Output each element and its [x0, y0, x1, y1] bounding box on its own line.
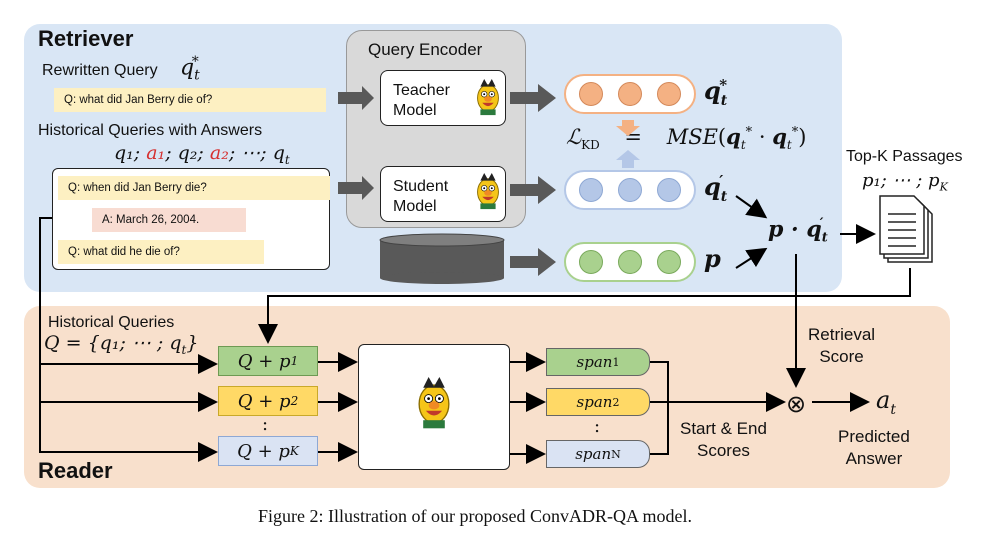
passages-label: Passages — [398, 254, 478, 274]
embedding-dot — [617, 178, 642, 202]
reader-model-box — [358, 344, 510, 470]
rewritten-query-label: Rewritten Query — [42, 62, 158, 79]
kd-loss-equation: ℒKD = MSE(qt* · qt*) — [566, 124, 807, 153]
embedding-dot — [656, 82, 681, 106]
passage-embedding-symbol: p — [704, 244, 721, 273]
history-answer-1: A: March 26, 2004. — [92, 208, 246, 232]
similarity-score: p · qt′ — [768, 216, 828, 246]
passage-embedding — [564, 242, 696, 282]
teacher-label-2: Model — [393, 102, 437, 119]
start-end-label: Start & End Scores — [680, 419, 767, 460]
student-embedding — [564, 170, 696, 210]
topk-label: Top-K Passages — [846, 148, 963, 165]
teacher-embedding — [564, 74, 696, 114]
embedding-dot — [579, 82, 604, 106]
historical-queries-label: Historical Queries with Answers — [38, 122, 263, 139]
historical-sequence: q₁; a₁; q₂; a₂; ⋯; qt — [114, 142, 290, 167]
student-embedding-symbol: qt′ — [704, 172, 728, 205]
teacher-model-box: Teacher Model — [380, 70, 506, 126]
embedding-dot — [617, 82, 642, 106]
rewritten-query-box: Q: what did Jan Berry die of? — [54, 88, 326, 112]
figure-caption: Figure 2: Illustration of our proposed C… — [258, 506, 692, 526]
rewritten-query-symbol: qt* — [180, 54, 200, 84]
embedding-dot — [656, 178, 681, 202]
historical-queries-reader-label: Historical Queries — [48, 314, 175, 331]
student-label-1: Student — [393, 178, 449, 195]
topk-sequence: p₁; ⋯ ; pK — [862, 170, 948, 194]
embedding-dot — [579, 178, 604, 202]
history-current-query: Q: what did he die of? — [58, 240, 264, 264]
embedding-dot — [617, 250, 642, 274]
teacher-label-1: Teacher — [393, 82, 450, 99]
otimes-operator: ⊗ — [786, 390, 807, 418]
reader-input-vdots: : — [262, 414, 269, 435]
embedding-dot — [579, 250, 604, 274]
retrieval-score-label: Retrieval Score — [808, 325, 876, 366]
reader-title: Reader — [38, 458, 113, 483]
predicted-answer-label: Predicted Answer — [838, 427, 910, 468]
history-query-1: Q: when did Jan Berry die? — [58, 176, 330, 200]
document-stack-icon — [879, 195, 933, 263]
query-encoder-label: Query Encoder — [368, 40, 483, 59]
teacher-embedding-symbol: qt* — [704, 76, 728, 109]
student-model-box: Student Model — [380, 166, 506, 222]
student-label-2: Model — [393, 198, 437, 215]
retriever-title: Retriever — [38, 26, 134, 51]
span-vdots: : — [594, 416, 601, 437]
historical-queries-set: Q = {q₁; ⋯ ; qt} — [44, 332, 199, 357]
embedding-dot — [656, 250, 681, 274]
answer-symbol: at — [876, 386, 896, 418]
